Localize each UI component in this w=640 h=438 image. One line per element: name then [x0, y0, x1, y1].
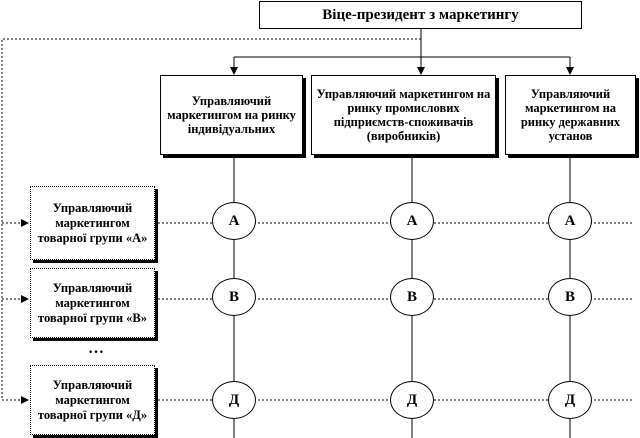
node-d-government: Д	[548, 381, 592, 419]
market-manager-government-label: Управляючий маркетингом на ринку державн…	[520, 87, 621, 143]
market-manager-industrial: Управляючий маркетингом на ринку промисл…	[311, 75, 496, 155]
node-b-individuals: В	[212, 278, 256, 316]
ellipsis: …	[88, 340, 104, 357]
market-manager-government: Управляючий маркетингом на ринку державн…	[505, 75, 636, 155]
node-b-government: В	[548, 278, 592, 316]
node-a-government: А	[548, 202, 592, 240]
market-manager-industrial-label: Управляючий маркетингом на ринку промисл…	[316, 87, 491, 143]
node-a-individuals: А	[212, 202, 256, 240]
node-b-industrial: В	[390, 278, 434, 316]
node-d-individuals: Д	[212, 381, 256, 419]
market-manager-individuals: Управляючий маркетингом на ринку індивід…	[160, 75, 303, 155]
product-group-manager-a: Управляючий маркетингом товарної групи «…	[30, 186, 155, 260]
node-d-industrial: Д	[390, 381, 434, 419]
product-group-manager-d: Управляючий маркетингом товарної групи «…	[30, 365, 155, 435]
market-manager-individuals-label: Управляючий маркетингом на ринку індивід…	[167, 94, 296, 136]
product-group-manager-a-label: Управляючий маркетингом товарної групи «…	[37, 200, 148, 245]
vice-president-box: Віце-президент з маркетингу	[259, 1, 582, 29]
product-group-manager-b-label: Управляючий маркетингом товарної групи «…	[38, 280, 147, 325]
product-group-manager-b: Управляючий маркетингом товарної групи «…	[30, 268, 155, 338]
product-group-manager-d-label: Управляючий маркетингом товарної групи «…	[37, 377, 148, 422]
vice-president-label: Віце-президент з маркетингу	[322, 6, 519, 23]
node-a-industrial: А	[390, 202, 434, 240]
